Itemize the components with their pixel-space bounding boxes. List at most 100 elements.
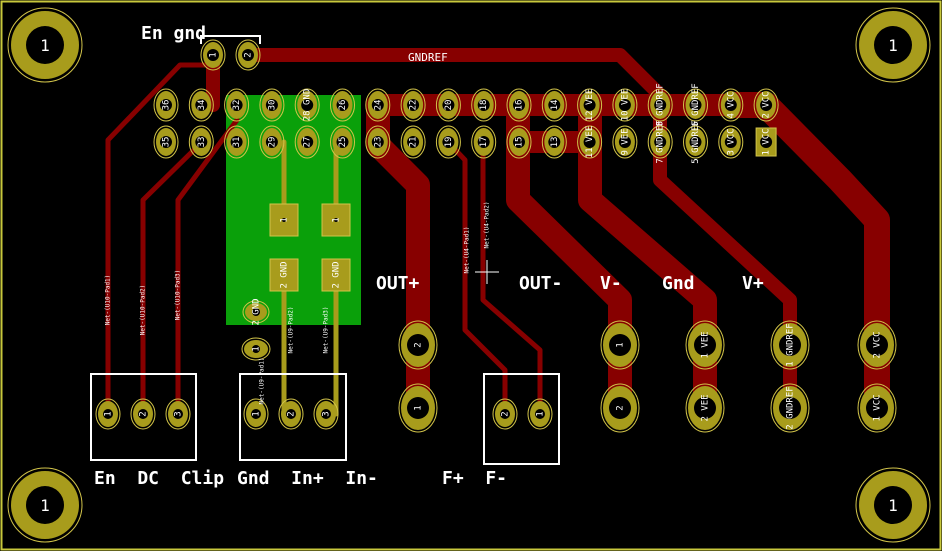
pad-ring — [400, 88, 426, 122]
pad-ring — [471, 88, 497, 122]
drill-hole — [779, 334, 801, 356]
pad-number: 8 GNDREF — [656, 83, 666, 126]
drill-hole — [407, 334, 429, 356]
pad-number: 2 — [139, 411, 149, 416]
header-pin: 27 — [294, 125, 320, 159]
label-en-gnd: En gnd — [141, 23, 206, 44]
pad-ring — [471, 125, 497, 159]
drill-hole — [500, 409, 510, 419]
pad-number: 1 — [209, 52, 219, 57]
drill-hole — [477, 136, 490, 148]
pad-ring — [683, 88, 708, 122]
power-terminal-pin: 1 — [600, 320, 640, 370]
header-pin: 33 — [188, 125, 214, 159]
power-terminal-pin: 1 — [398, 383, 438, 433]
drill-hole — [689, 136, 702, 148]
trace-out-plus — [366, 93, 430, 422]
pad-number: 16 — [515, 100, 525, 111]
pad-ring — [506, 125, 532, 159]
header-pin: 28 GND — [294, 88, 320, 122]
header-pin: 24 — [365, 88, 391, 122]
conn-in-pin: 2 — [278, 398, 304, 430]
pad-number: 33 — [197, 137, 207, 148]
pad-ring — [153, 125, 179, 159]
trace-clip — [175, 117, 240, 417]
header-pin: 18 — [471, 88, 497, 122]
net-label: Net-(U4-Pad1) — [464, 227, 471, 274]
net-label: Net-(U9-Pad1) — [259, 358, 266, 405]
drill-hole — [265, 136, 278, 148]
pad-number: 36 — [162, 100, 172, 111]
pad-number: 27 — [303, 137, 313, 148]
smd-pad: 2 GND — [321, 258, 351, 292]
trace-f-plus — [445, 139, 508, 417]
header-pin: 3 VCC — [718, 125, 744, 159]
pad-number: 28 GND — [303, 89, 313, 122]
conn-en-pin: 2 — [130, 398, 156, 430]
mounting-hole: 1 — [7, 467, 83, 543]
pad-number: 12 VEE — [585, 89, 595, 122]
drill-hole — [442, 136, 455, 148]
pad-number: 4 VCC — [726, 91, 736, 118]
drill-hole — [282, 218, 286, 222]
header-pin: 23 — [365, 125, 391, 159]
mount-hole-number: 1 — [40, 496, 50, 515]
conn-f-outline — [483, 373, 560, 465]
conn-in-pin: 1 — [243, 398, 269, 430]
mount-hole-number: 1 — [888, 36, 898, 55]
mounting-hole: 1 — [7, 7, 83, 83]
pad-ring — [259, 125, 285, 159]
smd-pad: 1 — [269, 203, 299, 237]
drill-hole — [173, 409, 183, 419]
pad-number: 1 VEE — [701, 331, 711, 358]
net-labels: Net-(U10-Pad1)Net-(U10-Pad2)Net-(U10-Pad… — [105, 202, 491, 405]
pad-ring — [647, 125, 673, 159]
drill-hole — [371, 99, 384, 111]
header-pin: 20 — [435, 88, 461, 122]
pad-ring — [612, 88, 638, 122]
pad-ring — [188, 88, 214, 122]
pad-ring — [718, 88, 744, 122]
header-pin: 32 — [224, 88, 250, 122]
power-terminal-pin: 1 GNDREF — [770, 320, 810, 370]
pad-ring — [685, 383, 725, 433]
mounting-hole: 1 — [855, 467, 931, 543]
power-terminal-pin: 2 — [398, 320, 438, 370]
silkscreen-outlines — [90, 35, 560, 465]
trace-f-minus — [480, 139, 543, 417]
pad-number: 1 — [280, 217, 290, 222]
pad-number: 2 — [244, 52, 254, 57]
pad-ring — [612, 125, 638, 159]
drill-hole — [334, 218, 338, 222]
pad-number: 18 — [479, 100, 489, 111]
pad-ring — [365, 125, 391, 159]
header-pin: 30 — [259, 88, 285, 122]
pad-number: 2 VCC — [762, 91, 772, 118]
jumper-pin: 2 — [235, 39, 261, 71]
drill-hole — [265, 99, 278, 111]
pad-number: 2 — [414, 342, 424, 347]
pad-ring — [398, 320, 438, 370]
drill-hole — [866, 397, 888, 419]
net-label: Net-(U10-Pad2) — [140, 285, 147, 336]
header-pin: 19 — [435, 125, 461, 159]
pad-ring — [527, 398, 553, 430]
pad-number: 2 GND — [332, 261, 342, 288]
power-terminal-pin: 1 VEE — [685, 320, 725, 370]
label-v-plus: V+ — [742, 273, 764, 294]
pad-number: 5 GNDREF — [691, 120, 701, 163]
pad-square — [321, 258, 351, 292]
pad-ring — [577, 125, 603, 159]
jumper-outline — [200, 35, 261, 44]
pad-number: 3 — [174, 411, 184, 416]
drill-hole — [407, 397, 429, 419]
pad-ring — [753, 88, 779, 122]
drill-hole — [301, 136, 314, 148]
pad-number: 1 — [414, 405, 424, 410]
pad-ring — [330, 125, 355, 159]
label-out-plus: OUT+ — [376, 273, 420, 294]
header-pin: 5 GNDREF — [683, 120, 708, 164]
pad-number: 2 — [501, 411, 511, 416]
header-pin: 29 — [259, 125, 285, 159]
